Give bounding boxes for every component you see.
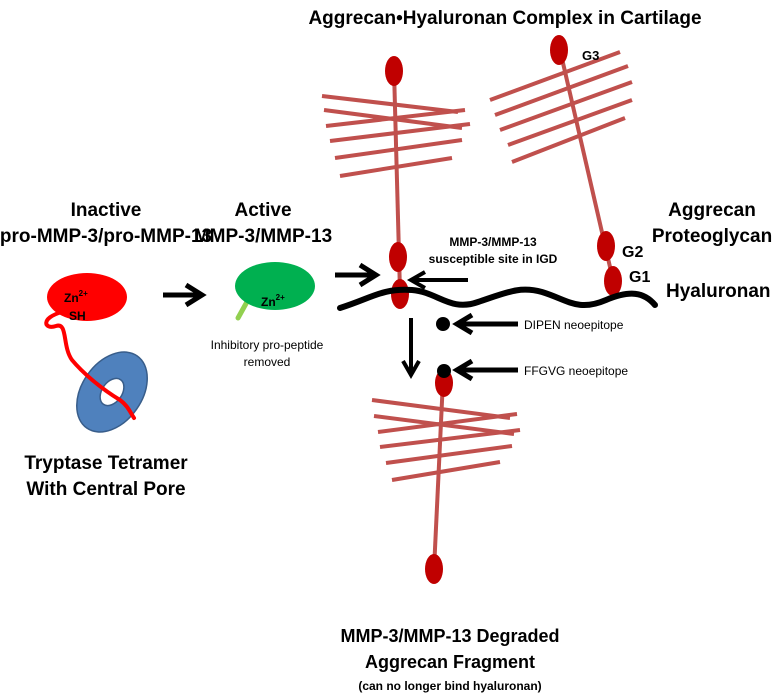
g3-label: G3 — [582, 48, 599, 63]
gag-side-chains — [321, 94, 471, 178]
fragment-gag-chains — [371, 398, 521, 482]
tryptase-tetramer — [76, 351, 148, 433]
gag-side-chains — [489, 50, 633, 164]
sh-group-label: SH — [69, 309, 86, 323]
inhibitory-propeptide-chain — [44, 310, 136, 420]
hyaluronan-label: Hyaluronan — [666, 281, 771, 302]
aggrecan-label-line1: Aggrecan — [668, 200, 756, 221]
active-zn-ion-label: Zn2+ — [261, 293, 285, 309]
inactive-label-line2: pro-MMP-3/pro-MMP-13 — [0, 226, 212, 247]
g1-label: G1 — [629, 269, 650, 286]
aggrecan-proteoglycan-right — [489, 35, 633, 296]
activation-arrow — [163, 282, 207, 308]
diagram-title: Aggrecan•Hyaluronan Complex in Cartilage — [308, 8, 701, 29]
dipen-label: DIPEN neoepitope — [524, 318, 624, 332]
pro-mmp-catalytic-domain — [47, 273, 127, 321]
degraded-label-line2: Aggrecan Fragment — [365, 652, 535, 672]
susceptible-site-label-line2: susceptible site in IGD — [429, 252, 558, 266]
zn-ion-label: Zn2+ — [64, 289, 88, 305]
propeptide-stub — [235, 297, 251, 321]
degraded-label-line3: (can no longer bind hyaluronan) — [358, 679, 541, 693]
inhibitory-label-line1: Inhibitory pro-peptide — [211, 338, 324, 352]
active-label-line1: Active — [234, 200, 291, 221]
fragment-g3-domain — [425, 554, 443, 584]
tryptase-label-line2: With Central Pore — [26, 479, 185, 500]
g2-label: G2 — [622, 244, 643, 261]
ffgvg-arrow — [452, 358, 518, 382]
pro-mmp-enzyme: Zn2+ SH — [44, 273, 136, 420]
susceptible-site-label-line1: MMP-3/MMP-13 — [449, 235, 537, 249]
g2-domain — [597, 231, 615, 261]
degraded-label-line1: MMP-3/MMP-13 Degraded — [340, 626, 559, 646]
inactive-label-line1: Inactive — [71, 200, 142, 221]
g3-domain — [385, 56, 403, 86]
cleavage-arrow — [335, 262, 381, 288]
fragment-core-protein — [432, 379, 445, 571]
active-label-line2: MMP-3/MMP-13 — [194, 226, 332, 247]
aggrecan-label-line2: Proteoglycan — [652, 226, 772, 247]
inhibitory-label-line2: removed — [244, 355, 291, 369]
tryptase-label-line1: Tryptase Tetramer — [24, 453, 188, 474]
g1-domain — [391, 279, 409, 309]
hyaluronan-strand — [337, 286, 658, 311]
susceptible-site-arrow — [406, 270, 468, 290]
active-mmp-catalytic-domain — [235, 262, 315, 310]
active-mmp-enzyme: Zn2+ — [235, 262, 315, 321]
arrows — [163, 262, 518, 382]
dipen-arrow — [452, 312, 518, 336]
g1-domain — [604, 266, 622, 296]
g3-domain — [550, 35, 568, 65]
ffgvg-label: FFGVG neoepitope — [524, 364, 628, 378]
aggrecan-proteoglycan-left — [321, 56, 471, 309]
degraded-aggrecan-fragment — [371, 369, 521, 584]
g2-domain — [389, 242, 407, 272]
fragment-release-arrow — [401, 318, 421, 380]
dipen-neoepitope-dot — [436, 317, 450, 331]
ffgvg-neoepitope-dot — [437, 364, 451, 378]
